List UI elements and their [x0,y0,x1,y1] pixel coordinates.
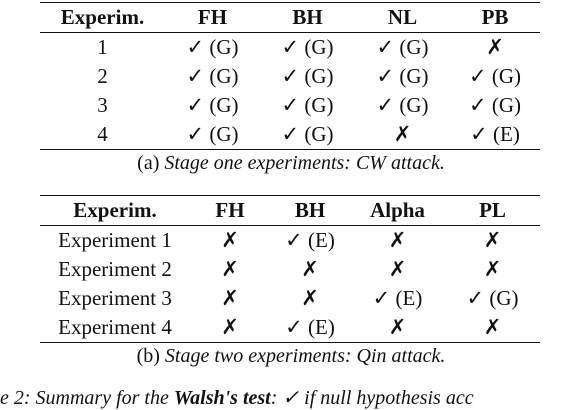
cell: Experiment 1 [58,228,172,252]
header-bh: BH [270,195,350,226]
cell: ✓ (E) [285,315,335,339]
cell: ✓ (G) [469,93,521,117]
header-nl: NL [355,2,450,33]
stage-one-table: Experim. FH BH NL PB 1 ✓ (G) ✓ (G) ✓ (G)… [40,2,540,150]
cell: ✗ [388,257,407,281]
stage-one-caption: (a) Stage one experiments: CW attack. [0,151,582,175]
cell: ✗ [388,228,407,252]
caption-text: Stage one experiments: CW attack. [164,152,445,174]
header-experiment: Experim. [40,195,190,226]
cell: ✓ (G) [281,35,334,59]
cell: ✓ (G) [281,93,334,117]
cell: ✗ [221,286,239,310]
caption-text: Stage two experiments: Qin attack. [164,345,446,367]
cell: ✓ (E) [285,228,335,252]
stage-two-caption: (b) Stage two experiments: Qin attack. [0,344,582,368]
cell: 2 [97,64,108,88]
figure-caption: e 2: Summary for the Walsh's test: ✓ if … [0,386,582,410]
cell: ✓ (E) [470,122,520,146]
cell: ✗ [221,315,239,339]
figure-caption-suffix: : ✓ if null hypothesis acc [270,387,474,409]
cell: Experiment 2 [58,257,172,281]
header-fh: FH [190,195,270,226]
table-row: 2 ✓ (G) ✓ (G) ✓ (G) ✓ (G) [40,62,540,91]
cell: ✗ [483,228,502,252]
cell: ✓ (G) [186,35,239,59]
cell: Experiment 4 [58,315,172,339]
cell: ✓ (G) [281,64,334,88]
cell: ✓ (G) [186,93,239,117]
header-experiment: Experim. [40,2,165,33]
caption-label: (a) [137,152,160,174]
cell: ✗ [221,257,239,281]
cell: ✗ [483,315,502,339]
cell: ✓ (G) [466,286,519,310]
cell: ✗ [221,228,239,252]
table-row: Experiment 1 ✗ ✓ (E) ✗ ✗ [40,226,540,256]
stage-two-table: Experim. FH BH Alpha PL Experiment 1 ✗ ✓… [40,195,540,343]
cell: ✓ (G) [376,35,429,59]
figure-caption-prefix: e 2: Summary for the [0,387,174,409]
table-header-row: Experim. FH BH NL PB [40,2,540,33]
cell: ✓ (G) [281,122,334,146]
table-row: 1 ✓ (G) ✓ (G) ✓ (G) ✗ [40,33,540,63]
header-fh: FH [165,2,260,33]
cell: ✗ [388,315,407,339]
header-bh: BH [260,2,355,33]
cell: ✗ [301,286,319,310]
cell: ✓ (G) [469,64,521,88]
table-row: Experiment 3 ✗ ✗ ✓ (E) ✓ (G) [40,284,540,313]
table-row: Experiment 2 ✗ ✗ ✗ ✗ [40,255,540,284]
cell: ✓ (G) [186,122,239,146]
cell: 3 [97,93,108,117]
table-row: 4 ✓ (G) ✓ (G) ✗ ✓ (E) [40,120,540,150]
table-header-row: Experim. FH BH Alpha PL [40,195,540,226]
cell: 4 [97,122,108,146]
cell: ✗ [301,257,319,281]
cell: ✗ [486,35,504,59]
table-row: Experiment 4 ✗ ✓ (E) ✗ ✗ [40,313,540,343]
cell: Experiment 3 [58,286,172,310]
cell: ✓ (G) [376,64,429,88]
cell: 1 [97,35,108,59]
cell: ✓ (E) [372,286,423,310]
header-pb: PB [450,2,540,33]
figure-caption-bold: Walsh's test [173,387,271,409]
header-alpha: Alpha [350,195,445,226]
table-row: 3 ✓ (G) ✓ (G) ✓ (G) ✓ (G) [40,91,540,120]
cell: ✓ (G) [376,93,429,117]
header-pl: PL [445,195,540,226]
cell: ✓ (G) [186,64,239,88]
cell: ✗ [483,257,502,281]
cell: ✗ [393,122,412,146]
caption-label: (b) [136,345,160,367]
